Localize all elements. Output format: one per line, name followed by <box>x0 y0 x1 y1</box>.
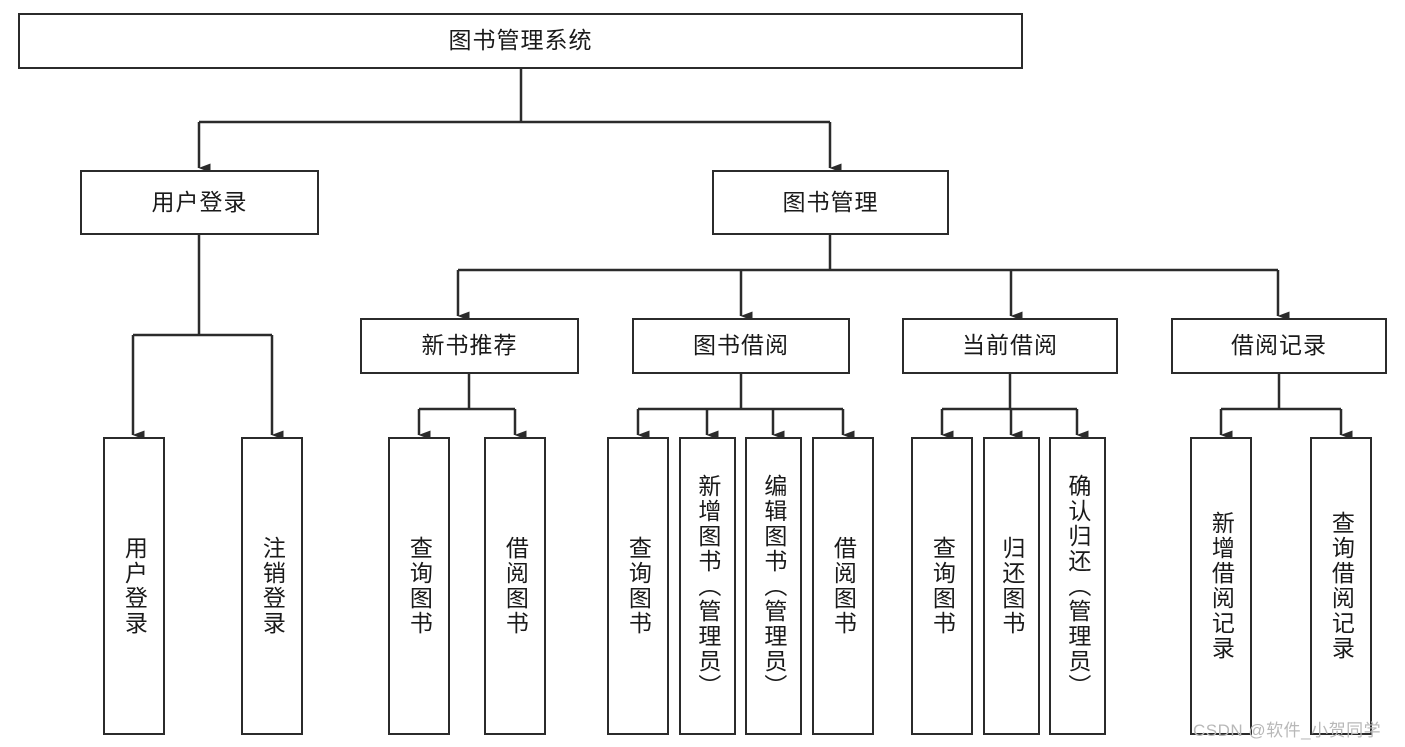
node-leaf-7[interactable]: 借阅图书 <box>812 437 874 735</box>
node-level2-1-label: 图书管理 <box>782 188 879 215</box>
node-leaf-2[interactable]: 查询图书 <box>388 437 450 735</box>
node-leaf-5-label: 新增图书（管理员） <box>694 473 721 699</box>
node-leaf-6[interactable]: 编辑图书（管理员） <box>745 437 802 735</box>
node-leaf-1-label: 注销登录 <box>259 536 286 636</box>
node-leaf-8[interactable]: 查询图书 <box>911 437 973 735</box>
node-leaf-9[interactable]: 归还图书 <box>983 437 1040 735</box>
node-level3-0-label: 新书推荐 <box>421 332 518 359</box>
node-level3-1[interactable]: 图书借阅 <box>632 318 850 374</box>
node-leaf-11-label: 新增借阅记录 <box>1208 511 1235 661</box>
node-leaf-3[interactable]: 借阅图书 <box>484 437 546 735</box>
node-leaf-12-label: 查询借阅记录 <box>1328 511 1355 661</box>
node-leaf-9-label: 归还图书 <box>998 536 1025 636</box>
node-level2-1[interactable]: 图书管理 <box>712 170 949 235</box>
node-leaf-10-label: 确认归还（管理员） <box>1064 473 1091 699</box>
node-leaf-6-label: 编辑图书（管理员） <box>760 473 787 699</box>
node-level3-3-label: 借阅记录 <box>1231 332 1327 359</box>
node-leaf-7-label: 借阅图书 <box>830 536 857 636</box>
node-leaf-12[interactable]: 查询借阅记录 <box>1310 437 1372 735</box>
node-leaf-11[interactable]: 新增借阅记录 <box>1190 437 1252 735</box>
node-leaf-10[interactable]: 确认归还（管理员） <box>1049 437 1106 735</box>
node-leaf-2-label: 查询图书 <box>406 536 433 636</box>
node-leaf-0[interactable]: 用户登录 <box>103 437 165 735</box>
node-level3-2-label: 当前借阅 <box>962 332 1058 359</box>
node-level3-0[interactable]: 新书推荐 <box>360 318 579 374</box>
node-leaf-4[interactable]: 查询图书 <box>607 437 669 735</box>
node-leaf-5[interactable]: 新增图书（管理员） <box>679 437 736 735</box>
node-leaf-1[interactable]: 注销登录 <box>241 437 303 735</box>
node-leaf-0-label: 用户登录 <box>121 536 148 636</box>
csdn-watermark: CSDN @软件_小贺同学 <box>1193 721 1382 740</box>
node-leaf-8-label: 查询图书 <box>929 536 956 636</box>
node-level3-3[interactable]: 借阅记录 <box>1171 318 1387 374</box>
node-level3-1-label: 图书借阅 <box>693 332 789 359</box>
node-root[interactable]: 图书管理系统 <box>18 13 1023 69</box>
edge-layer <box>131 69 1353 440</box>
node-level2-0-label: 用户登录 <box>151 188 248 215</box>
node-level3-2[interactable]: 当前借阅 <box>902 318 1118 374</box>
node-root-label: 图书管理系统 <box>448 27 593 54</box>
node-leaf-4-label: 查询图书 <box>625 536 652 636</box>
node-level2-0[interactable]: 用户登录 <box>80 170 319 235</box>
node-leaf-3-label: 借阅图书 <box>502 536 529 636</box>
